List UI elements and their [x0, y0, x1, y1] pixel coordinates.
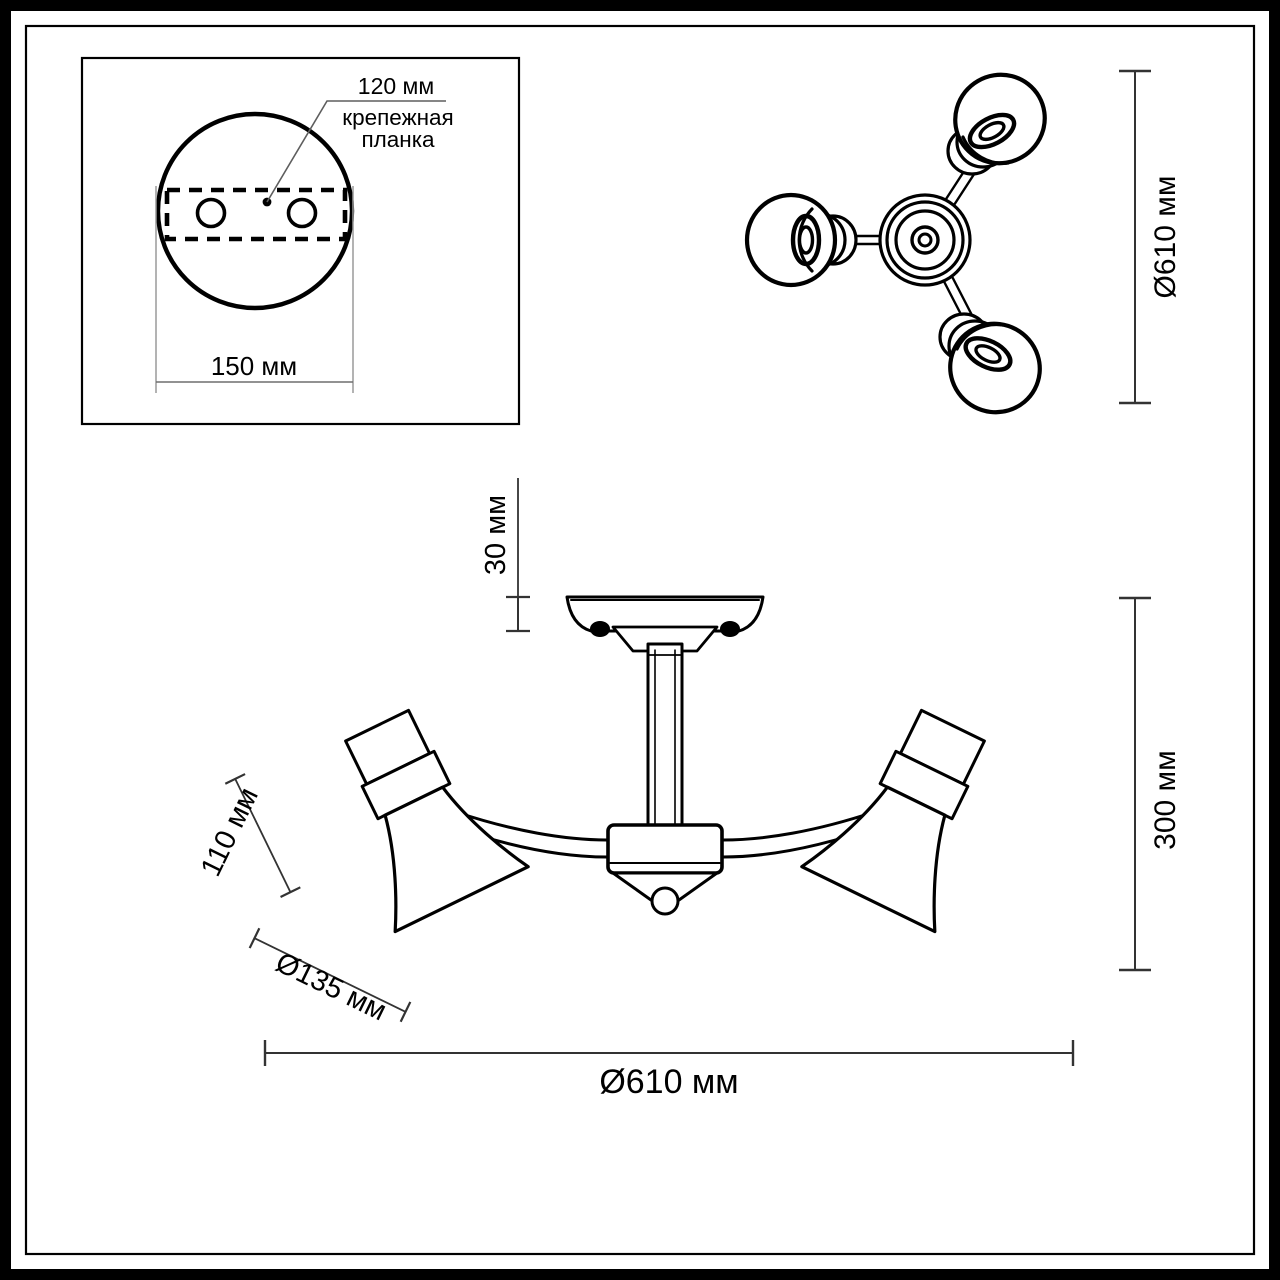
- arm-lower-right: [933, 257, 1042, 415]
- arm-left: [744, 192, 887, 288]
- shade-right: [800, 708, 986, 934]
- dim-150mm: 150 мм: [155, 186, 354, 393]
- side-view-group: [344, 595, 986, 934]
- shade-left: [344, 708, 530, 934]
- ceiling-canopy: [565, 595, 765, 653]
- dim-610mm-bottom-label: Ø610 мм: [599, 1063, 738, 1101]
- center-stem: [646, 642, 684, 832]
- top-view-group: [744, 72, 1047, 415]
- dim-610mm-topview: Ø610 мм: [1119, 69, 1182, 405]
- dim-300mm-label: 300 мм: [1149, 750, 1182, 850]
- screw-hole-left: [195, 197, 227, 229]
- dim-610mm-bottom: Ø610 мм: [263, 1040, 1075, 1101]
- center-body-block: [606, 823, 724, 916]
- detail-caption-line1: крепежная: [342, 105, 454, 130]
- top-view-hub: [878, 193, 972, 287]
- dim-610mm-topview-label: Ø610 мм: [1149, 176, 1182, 299]
- dim-300mm: 300 мм: [1119, 596, 1182, 972]
- leader-line: [266, 100, 446, 203]
- canopy-circle: [155, 111, 355, 311]
- dim-30mm: 30 мм: [480, 478, 530, 633]
- screw-hole-right: [286, 197, 318, 229]
- dim-120mm-label: 120 мм: [358, 73, 434, 99]
- mounting-plate-detail-box: 120 мм крепежная планка 150 мм: [80, 56, 521, 426]
- dim-150mm-label: 150 мм: [211, 351, 297, 381]
- dim-30mm-label: 30 мм: [480, 495, 512, 575]
- detail-caption-line2: планка: [361, 127, 435, 152]
- mounting-bar-dashed: [164, 187, 348, 242]
